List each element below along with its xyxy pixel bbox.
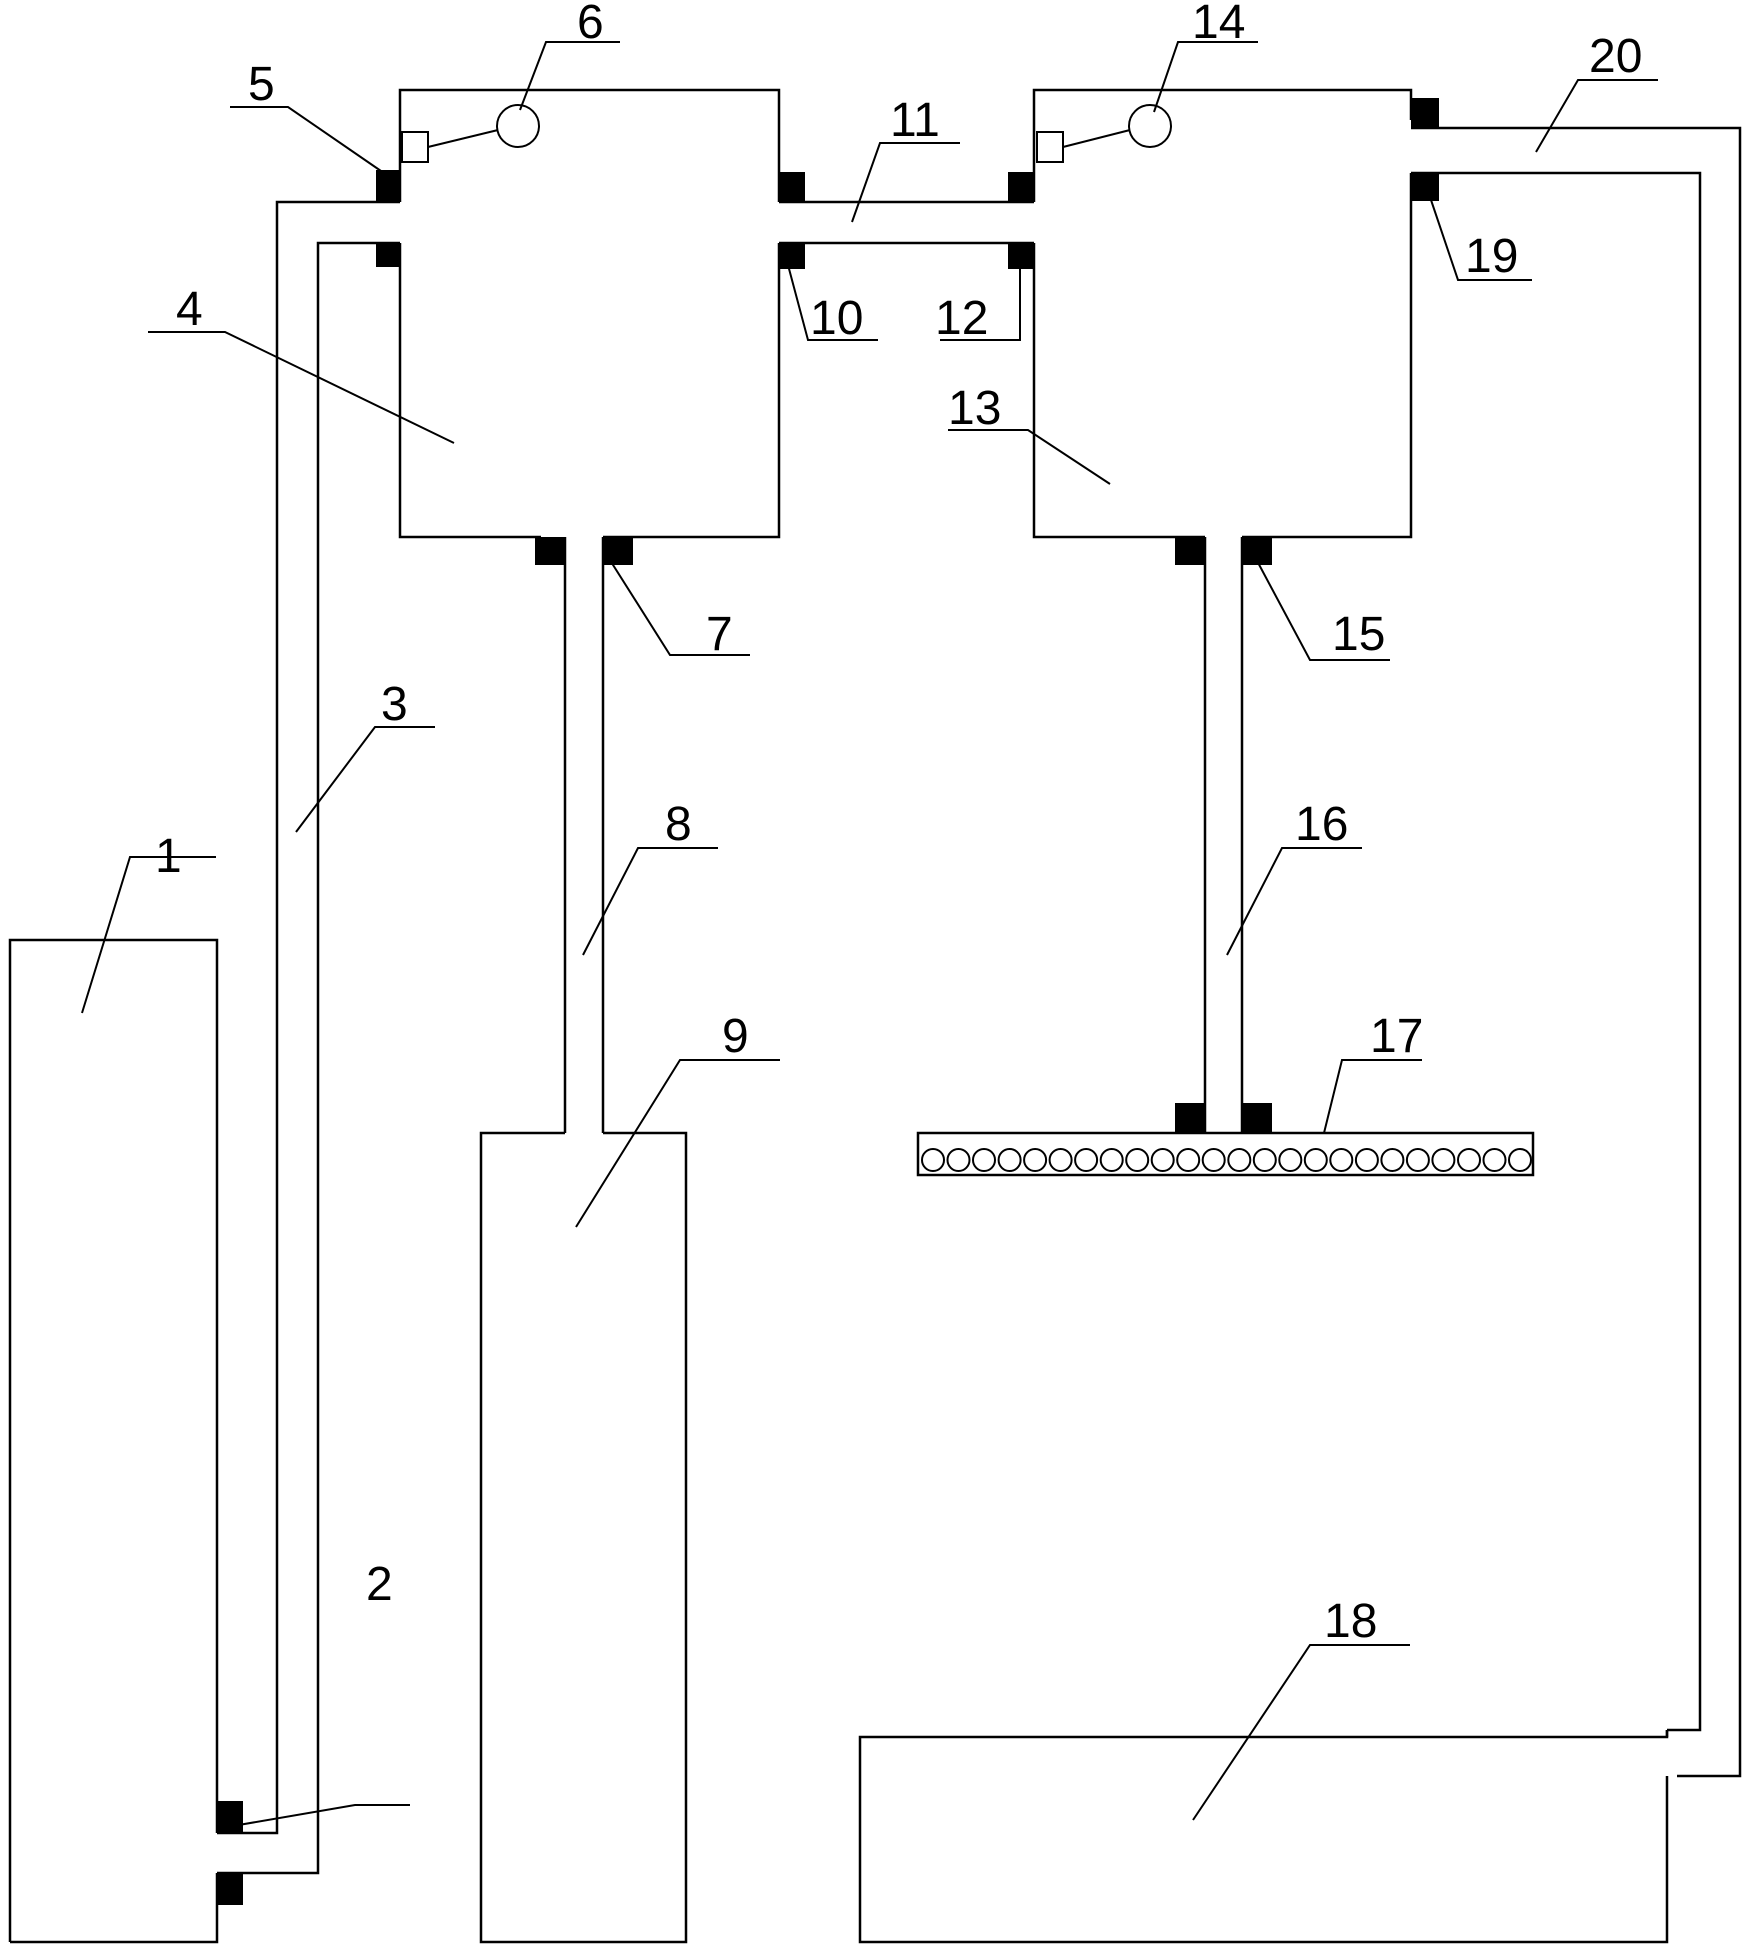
pipe-20 (1411, 126, 1742, 1778)
diffuser-bubble (1278, 1148, 1303, 1172)
valve-7 (603, 537, 633, 565)
diffuser-bubble (1023, 1148, 1048, 1172)
valve-7-left (535, 537, 565, 565)
label-19: 19 (1465, 230, 1518, 283)
diffuser-bubble (1074, 1148, 1099, 1172)
diffuser-17 (916, 1131, 1535, 1177)
label-14: 14 (1192, 0, 1245, 49)
valve-5 (376, 170, 400, 202)
diffuser-bubble (1099, 1148, 1124, 1172)
label-13: 13 (948, 382, 1001, 435)
label-17: 17 (1370, 1010, 1423, 1063)
label-3: 3 (381, 678, 408, 731)
label-15: 15 (1332, 608, 1385, 661)
labels: 1 2 3 4 5 6 7 8 9 10 11 12 13 14 15 16 1… (155, 0, 1642, 1648)
diffuser-bubble (1125, 1148, 1150, 1172)
valve-10 (779, 243, 805, 269)
diffuser-bubble (997, 1148, 1022, 1172)
diffuser-bubble (1303, 1148, 1328, 1172)
label-18: 18 (1324, 1595, 1377, 1648)
label-4: 4 (176, 283, 203, 336)
diffuser-bubble (1176, 1148, 1201, 1172)
diffuser-bubble (921, 1148, 945, 1172)
diffuser-bubble (1482, 1148, 1507, 1172)
label-10: 10 (810, 292, 863, 345)
diffuser-bubble (1201, 1148, 1226, 1172)
tank-9 (479, 1131, 688, 1944)
diffuser-bubble (1227, 1148, 1252, 1172)
valves (217, 98, 1439, 1905)
label-9: 9 (722, 1010, 749, 1063)
pipe-16 (1203, 537, 1244, 1133)
valve-20-top (1411, 98, 1439, 128)
pipe-8 (563, 537, 605, 1133)
diffuser-bubble (1150, 1148, 1175, 1172)
pipe-3 (217, 200, 400, 1875)
diffuser-bubble (972, 1148, 996, 1172)
diffuser-bubble (1508, 1148, 1532, 1172)
valve-2b (217, 1873, 243, 1905)
diffuser-bubble (946, 1148, 971, 1172)
valve-15-left (1175, 537, 1205, 565)
diffuser-bubble (1380, 1148, 1405, 1172)
label-16: 16 (1295, 798, 1348, 851)
valve-12 (1008, 243, 1034, 269)
label-1: 1 (155, 830, 182, 883)
diffuser-bubble (1252, 1148, 1277, 1172)
float-valve-14 (1036, 104, 1172, 163)
diffuser-bubble (1048, 1148, 1073, 1172)
label-20: 20 (1589, 30, 1642, 83)
label-6: 6 (577, 0, 604, 49)
tank-18 (858, 1730, 1669, 1944)
label-5: 5 (248, 58, 275, 111)
valve-17-right (1242, 1103, 1272, 1133)
valve-12-top (1008, 172, 1034, 202)
tank-1 (8, 938, 219, 1944)
diffuser-bubble (1329, 1148, 1354, 1172)
valve-10-top (779, 172, 805, 202)
diffuser-bubble (1354, 1148, 1379, 1172)
label-12: 12 (935, 292, 988, 345)
tank-4 (380, 88, 781, 539)
label-8: 8 (665, 798, 692, 851)
diffuser-bubble (1457, 1148, 1481, 1172)
valve-2 (217, 1801, 243, 1833)
label-2: 2 (366, 1558, 393, 1611)
label-7: 7 (706, 608, 733, 661)
leader-lines (81, 41, 1658, 1828)
valve-17-left (1175, 1103, 1205, 1133)
float-valve-6 (401, 104, 540, 163)
label-11: 11 (890, 94, 940, 147)
diffuser-bubble (1405, 1148, 1430, 1172)
valve-4-in (376, 243, 400, 267)
pipe-11 (779, 200, 1034, 245)
tank-13 (1032, 88, 1413, 539)
diffuser-bubble (1431, 1148, 1456, 1172)
valve-19 (1411, 173, 1439, 201)
